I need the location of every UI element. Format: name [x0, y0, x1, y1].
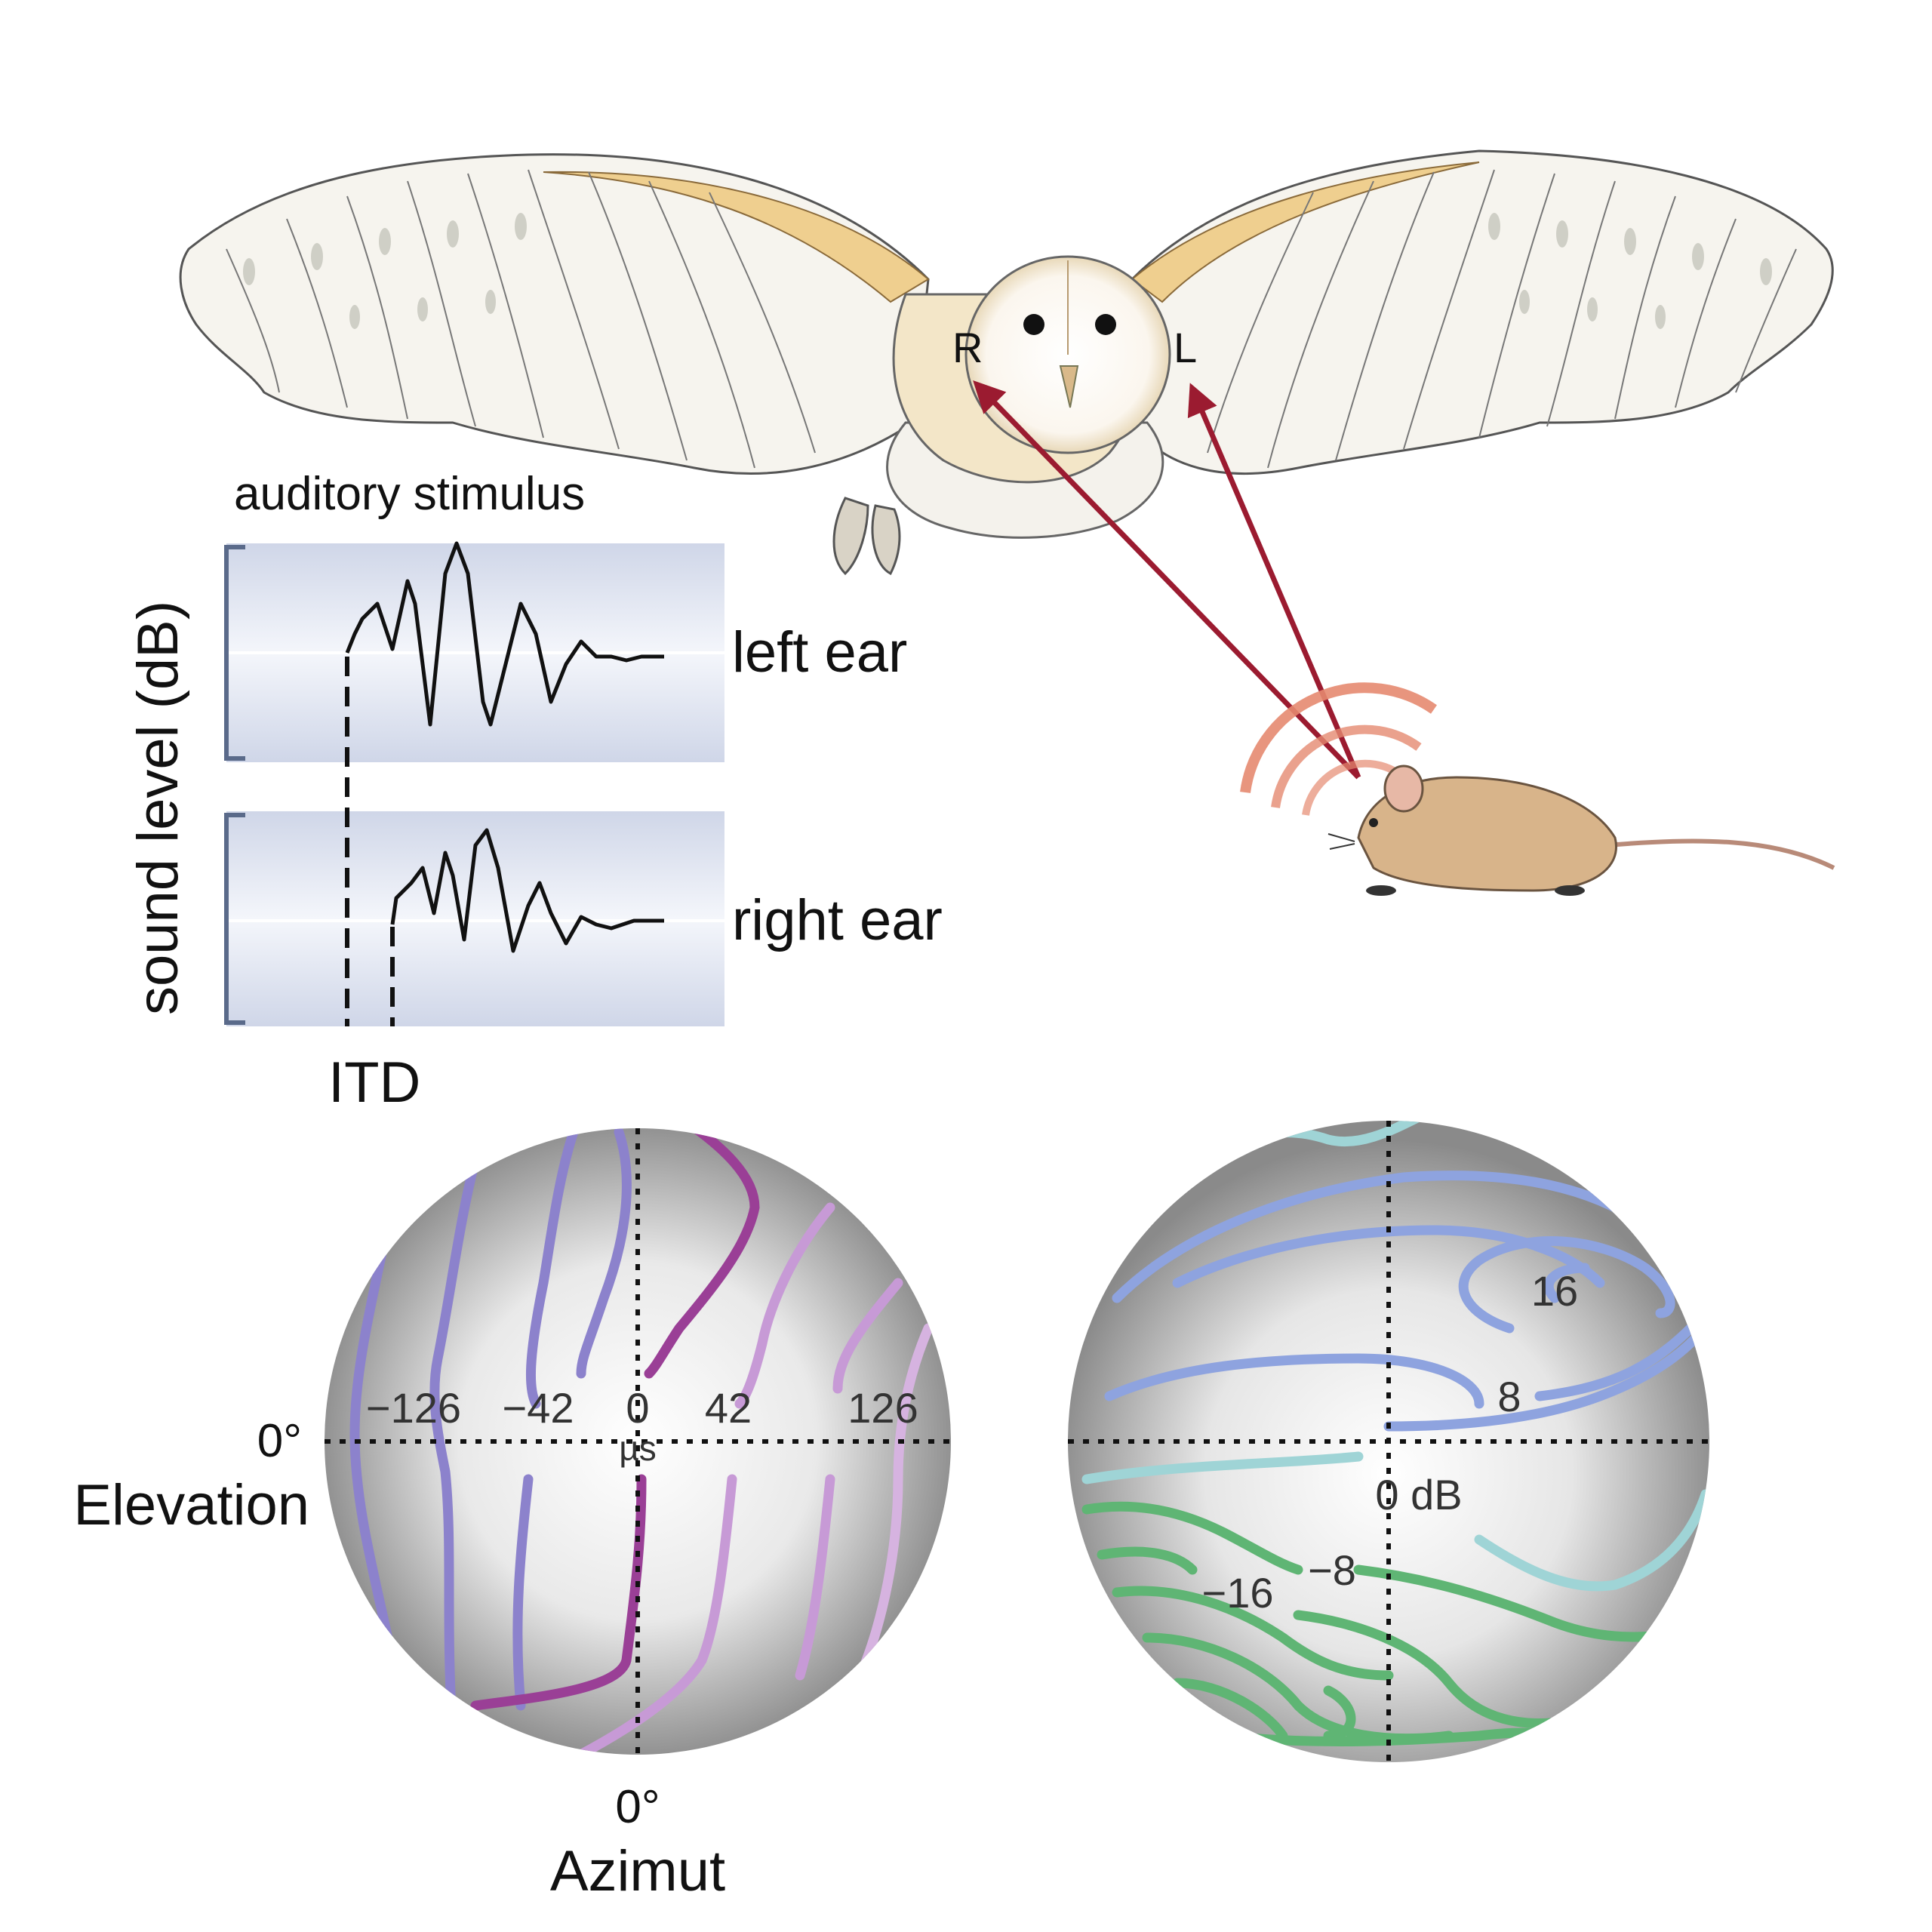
itd-label-m42: −42: [503, 1384, 574, 1432]
mouse-eye: [1369, 818, 1378, 827]
right-ear-scale-bracket: [224, 813, 245, 1025]
y-axis-label: sound level (dB): [126, 601, 190, 1015]
azimuth-zero-label: 0°: [615, 1781, 660, 1833]
owl-left-ear-label: L: [1174, 324, 1197, 371]
owl-left-wing: [179, 153, 930, 475]
arrow-to-left-ear: [1187, 383, 1361, 779]
mouse-tail: [1607, 838, 1835, 870]
itd-unit-label: µs: [619, 1429, 657, 1468]
azimuth-label: Azimut: [550, 1839, 725, 1903]
elevation-zero-label: 0°: [257, 1415, 302, 1467]
itd-label-0: 0: [626, 1384, 649, 1432]
ild-contour-m24: [1112, 1586, 1394, 1681]
mouse-ear: [1383, 764, 1424, 813]
itd-contour-42: [553, 1202, 835, 1755]
owl-illustration: R L: [179, 149, 1834, 576]
ild-contour-pos-lower: [1383, 1308, 1709, 1432]
left-ear-scale-bracket: [224, 545, 245, 761]
itd-label-126: 126: [848, 1384, 918, 1432]
left-ear-label: left ear: [732, 620, 907, 685]
owl-eye-left: [1023, 314, 1044, 335]
mouse-illustration: [1327, 764, 1835, 896]
itd-contour-126: [795, 1278, 903, 1681]
right-ear-waveform: [390, 828, 664, 953]
itd-label: ITD: [328, 1051, 420, 1115]
itd-label-42: 42: [705, 1384, 752, 1432]
owl-talons: [832, 497, 901, 576]
itd-contour-168: [855, 1323, 934, 1681]
ild-label-m16: −16: [1202, 1569, 1274, 1617]
ild-contour-0: [1081, 1451, 1709, 1592]
ild-contour-8: [1104, 1263, 1709, 1409]
itd-sphere: [325, 1128, 951, 1755]
ild-sphere-map: 16 8 0 dB −8 −16: [1068, 1121, 1709, 1762]
itd-contour-m42: [512, 1128, 579, 1711]
itd-label-m126: −126: [366, 1384, 461, 1432]
ild-label-8: 8: [1497, 1373, 1521, 1420]
owl-right-wing: [1131, 149, 1834, 475]
ild-unit-label: 0 dB: [1375, 1471, 1462, 1518]
owl-beak: [1059, 365, 1079, 408]
right-ear-label: right ear: [732, 888, 943, 952]
ild-contour-16: [1458, 1236, 1675, 1334]
itd-sphere-map: −126 −42 0 42 126 µs 0° Elevation 0° Azi…: [73, 1128, 951, 1903]
ild-contour-m40: [1172, 1678, 1356, 1741]
itd-contour-m42b: [576, 1128, 632, 1379]
auditory-stimulus-panel: auditory stimulus sound level (dB) left …: [126, 468, 943, 1115]
ild-contour-m16: [1097, 1546, 1575, 1728]
ild-label-m8: −8: [1308, 1546, 1356, 1594]
sound-waves: [1240, 682, 1437, 816]
owl-eye-right: [1095, 314, 1116, 335]
ild-contour-pos-mid: [1172, 1225, 1605, 1288]
stimulus-title: auditory stimulus: [234, 468, 585, 520]
itd-contour-m126: [429, 1128, 488, 1741]
owl-right-ear-label: R: [952, 324, 983, 371]
ild-label-16: 16: [1531, 1267, 1578, 1315]
elevation-label: Elevation: [73, 1473, 309, 1537]
left-ear-waveform: [345, 541, 664, 727]
